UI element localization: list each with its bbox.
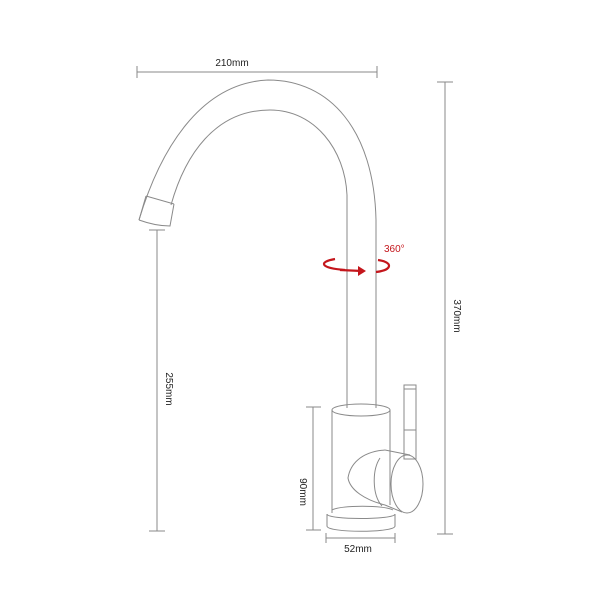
- handle-cartridge: [347, 449, 424, 514]
- dimension-base-diameter: 52mm: [325, 533, 396, 555]
- dimension-label-255mm: 255mm: [163, 372, 174, 405]
- faucet-drawing: [138, 79, 424, 532]
- rotation-label: 360°: [384, 244, 405, 255]
- dimension-label-370mm: 370mm: [451, 299, 462, 332]
- rotation-indicator: 360°: [323, 244, 405, 276]
- dimension-label-52mm: 52mm: [344, 544, 372, 555]
- dimension-label-210mm: 210mm: [215, 58, 248, 69]
- dimension-spout-height: 255mm: [149, 229, 174, 532]
- dimension-spout-reach: 210mm: [136, 58, 378, 78]
- faucet-base: [326, 505, 396, 532]
- handle-lever: [403, 384, 417, 460]
- spout: [138, 79, 377, 408]
- dimension-total-height: 370mm: [437, 81, 462, 535]
- rotation-arrow-icon: [323, 257, 391, 276]
- dimension-body-height: 90mm: [297, 406, 321, 531]
- faucet-body: [331, 403, 391, 513]
- dimension-label-90mm: 90mm: [297, 478, 308, 506]
